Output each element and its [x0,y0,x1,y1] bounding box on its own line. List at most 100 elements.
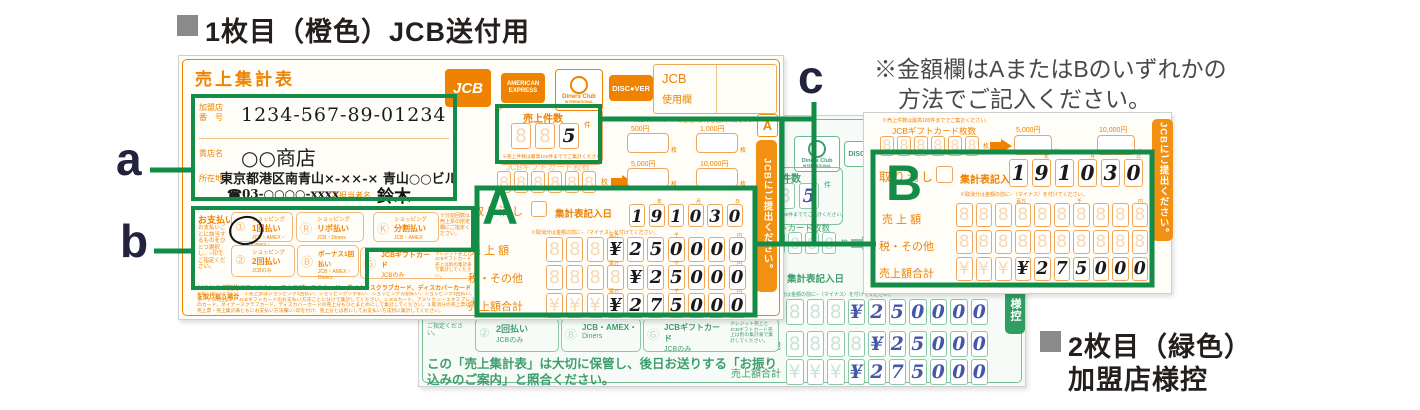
digit-cell: ¥ [847,359,865,385]
digit-cell: 8 [511,123,531,149]
denom-box [696,168,738,187]
payment-option-bunkatsu: Ⓚ ショッピング 分割払い JCB・AMEX [373,212,439,242]
denom-label: 5,000円 [631,161,656,168]
digit-cell: 0 [667,237,685,262]
diners-logo: Diners Club INTERNATIONAL [794,136,840,172]
option-badge: Ⓖ [364,257,377,271]
b-row-label: 税・その他 [879,241,934,253]
shop-name: ○○商店 [241,146,316,170]
digit-cell: 0 [950,331,968,357]
digit-cell: 0 [929,359,947,385]
digit-cell: 8 [786,331,804,357]
digit-cell: 8 [1073,203,1090,227]
phone: ☎03-○○○○-xxxx [227,187,340,201]
green-keep-note: この「売上集計表」は大切に保管し、後日お送りする「お振り込みのご案内」と照合くだ… [427,357,778,387]
digit-cell: 8 [582,171,596,193]
digit-cell: 2 [627,237,645,262]
digit-cell: 0 [687,204,704,227]
b-date-checkbox [936,166,953,183]
digit-cell: 1 [1055,159,1074,187]
digit-marker: 百万 [609,289,620,295]
digit-cell: 8 [956,230,973,254]
digit-marker: 百万 [609,261,620,267]
amount-row-label: 売上額合計 [468,301,523,313]
digit-marker: 円 [1138,199,1144,205]
minus-note: ※取消分は金額の前に−（マイナス）を付けてください。 [531,230,659,236]
denom-box [627,168,669,187]
digit-cell: 0 [929,331,947,357]
digit-cell: 8 [1034,230,1051,254]
payment-option-ribo: Ⓡ ショッピング リボ払い JCB・Diners [296,212,364,242]
digit-cell: 8 [806,331,824,357]
digit-marker: 千 [674,289,680,295]
title2-line2: 加盟店様控 [1068,365,1208,395]
digit-cell: 8 [1053,203,1070,227]
green-minus-note: ※取消分は金額の前に−（マイナス）を付けてください。 [766,292,894,298]
digit-cell: 7 [888,359,906,385]
b-arrow-icon [990,139,1012,153]
digit-cell: 8 [1112,230,1129,254]
denom-box [696,133,738,153]
split-note: ※分割回数は売上票の所定欄にご指定ください。 [440,213,471,237]
option-badge: Ⓑ [565,328,578,342]
payment-option-bonus: Ⓑ ボーナス1回払い JCB・AMEX・ Diners [297,245,359,281]
digit-cell: ¥ [786,359,804,385]
digit-cell: 5 [888,299,906,325]
date-marker-day: 日 [735,199,741,205]
digit-cell: 8 [606,265,624,290]
b-giftcard-label: JCBギフトカード枚数 [892,126,977,136]
green-sales-count-note: ※売上件数は最高100件まででご集計ください。 [742,213,846,218]
digit-cell: ¥ [975,257,992,281]
digit-cell: 8 [786,299,804,325]
digit-cell: 0 [1078,159,1097,187]
digit-cell: 8 [827,299,845,325]
digit-cell: 5 [647,237,665,262]
digit-cell: ¥ [546,293,563,318]
submit-to-jcb-tab: JCBにご提出ください。 [1152,119,1173,241]
digit-cell: 8 [566,265,584,290]
digit-cell: 2 [627,293,645,318]
label-A: A [482,179,519,235]
green-specify-note: ご指定ください。 [427,324,464,337]
digit-cell: 7 [1053,257,1070,281]
green-row-label: 売上額合計 [731,369,781,380]
digit-cell: 0 [708,237,726,262]
denom-label: 10,000円 [1099,127,1128,134]
digit-cell: 8 [822,232,836,254]
digit-cell: 8 [914,136,928,156]
digit-cell: 0 [950,299,968,325]
green-date-label: 集計表記入日 [787,274,845,285]
digit-marker: 円 [737,261,743,267]
label-c: c [798,51,824,103]
digit-cell: 8 [1014,203,1031,227]
payment-option-2kai: ② ショッピング 2回払い JCBのみ [231,245,295,277]
digit-cell: 5 [909,359,927,385]
digit-cell: 5 [799,183,819,209]
digit-cell: 8 [1112,203,1129,227]
digit-cell: 8 [1131,230,1148,254]
merchant-divider [199,138,449,139]
digit-cell: 1 [629,204,645,227]
b-top-note: ※売上件数は最高100件まででご集計ください。 [882,118,991,124]
option-badge: Ⓑ [301,255,314,269]
digit-cell: 2 [888,331,906,357]
date-marker-month: 月 [696,199,702,205]
digit-cell: 9 [648,204,665,227]
digit-cell: 8 [965,136,979,156]
digit-cell: ¥ [847,299,865,325]
digit-cell: 2 [868,359,886,385]
digit-cell: 8 [565,171,579,193]
contact-name: 鈴木 [377,187,411,207]
amount-note-line2: 方法でご記入ください。 [898,86,1151,112]
green-gift-note: クレジット売上とJCBギフトカード売上は別の集計表で集計してください。 [730,322,774,344]
digit-cell: 3 [707,204,723,227]
digit-cell: 3 [1101,159,1120,187]
digit-cell: 0 [909,299,927,325]
digit-cell: 8 [956,203,973,227]
digit-marker: 百万 [609,233,620,239]
